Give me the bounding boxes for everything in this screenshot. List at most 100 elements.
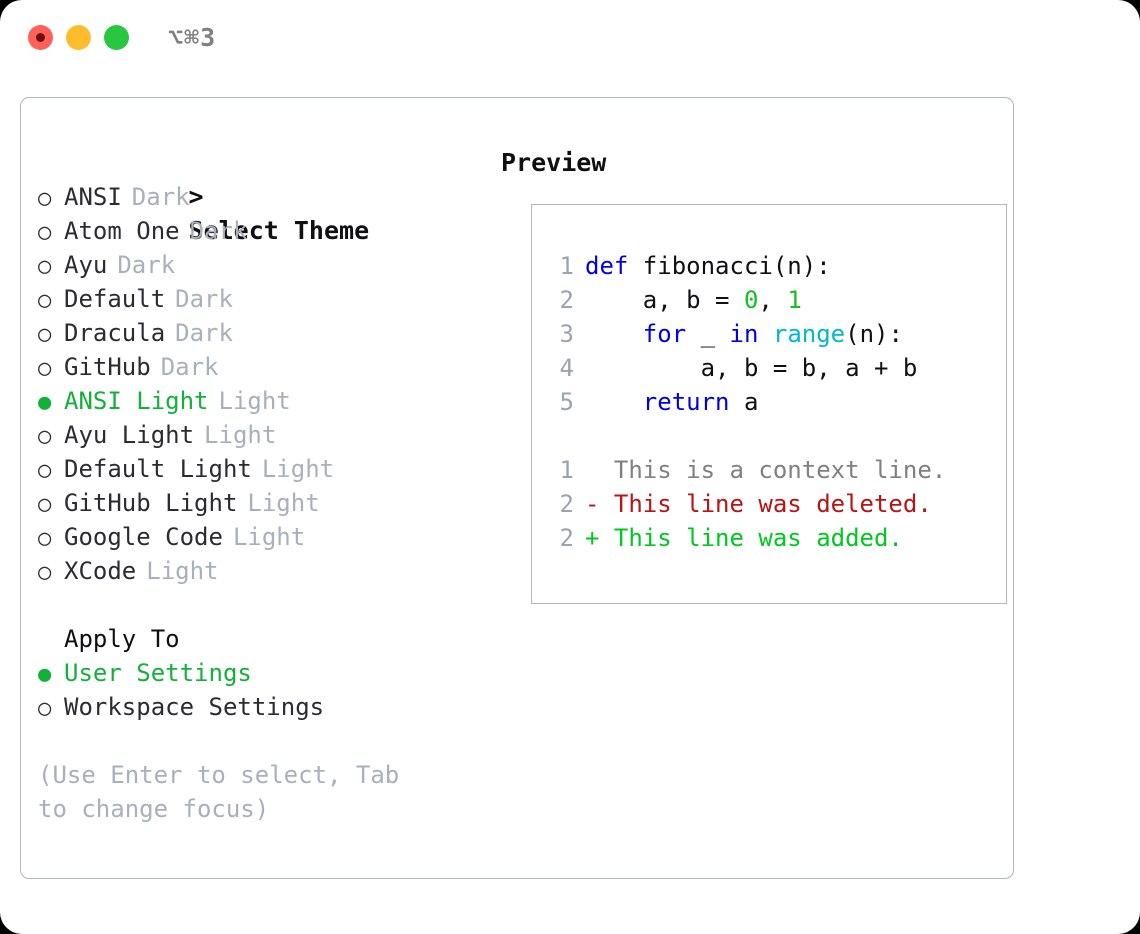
theme-item-category: Dark	[175, 319, 233, 347]
code-token-plain	[585, 388, 643, 416]
code-line-number: 3	[559, 320, 574, 348]
code-line: 2 a, b = 0, 1	[546, 283, 1000, 317]
theme-item-category: Dark	[117, 251, 176, 279]
code-line-text: a, b = 0, 1	[585, 283, 802, 317]
theme-item-10[interactable]: ○ Google Code Light	[38, 520, 488, 554]
theme-item-5[interactable]: ○ GitHub Dark	[38, 350, 488, 384]
diff-line-text: + This line was added.	[585, 524, 903, 552]
theme-item-category: Light	[204, 421, 277, 449]
code-token-plain: a, b =	[585, 286, 744, 314]
list-spacer	[38, 588, 488, 622]
code-line-text: a, b = b, a + b	[585, 351, 918, 385]
diff-sample: 1 This is a context line. 2 - This line wa…	[546, 453, 1000, 555]
theme-item-category: Light	[261, 455, 335, 483]
theme-item-label: GitHub	[64, 353, 151, 381]
code-line-text: for _ in range(n):	[585, 317, 903, 351]
code-token-kw: return	[642, 388, 730, 416]
theme-item-label: Google Code	[64, 523, 223, 551]
apply-to-list: ● User Settings ○Workspace Settings	[38, 656, 488, 724]
code-line-number: 1	[559, 252, 574, 280]
radio-unselected-icon: ○	[38, 492, 52, 517]
code-token-kw: def	[585, 252, 643, 280]
diff-line: 2 + This line was added.	[546, 521, 1000, 555]
code-token-plain: a, b = b, a + b	[585, 354, 918, 382]
window-controls	[28, 25, 129, 50]
code-line-text: def fibonacci(n):	[585, 249, 831, 283]
code-token-plain: fibonacci(n):	[642, 252, 831, 280]
code-token-plain	[758, 320, 772, 348]
code-line-text: return a	[585, 385, 759, 419]
theme-item-4[interactable]: ○ Dracula Dark	[38, 316, 488, 350]
theme-item-label: Default Light	[64, 455, 252, 483]
theme-item-1[interactable]: ○ Atom One Dark	[38, 214, 488, 248]
code-token-plain: (n):	[845, 320, 903, 348]
theme-item-category: Light	[232, 523, 306, 551]
code-line-number: 5	[559, 388, 574, 416]
theme-item-label: Default	[64, 285, 166, 313]
code-line: 5 return a	[546, 385, 1000, 419]
close-button[interactable]	[28, 25, 53, 50]
radio-selected-icon: ●	[38, 390, 52, 415]
diff-line: 2 - This line was deleted.	[546, 487, 1000, 521]
radio-unselected-icon: ○	[38, 526, 52, 551]
radio-unselected-icon: ○	[38, 356, 52, 381]
theme-item-label: XCode	[64, 557, 137, 585]
radio-unselected-icon: ○	[38, 424, 52, 449]
theme-item-label: Atom One	[64, 217, 180, 245]
diff-line-number: 2	[559, 490, 574, 518]
code-line: 3 for _ in range(n):	[546, 317, 1000, 351]
code-token-plain: ,	[758, 286, 788, 314]
apply-to-item-label: Workspace Settings	[64, 693, 325, 721]
keyboard-hint: (Use Enter to select, Tab to change focu…	[38, 761, 414, 823]
code-line: 1 def fibonacci(n):	[546, 249, 1000, 283]
diff-line-text: - This line was deleted.	[585, 490, 932, 518]
minimize-button[interactable]	[66, 25, 91, 50]
theme-item-label: Ayu	[64, 251, 108, 279]
code-token-kw: for	[642, 320, 687, 348]
theme-item-category: Dark	[160, 353, 219, 381]
theme-item-category: Dark	[131, 183, 190, 211]
apply-to-item-label: User Settings	[64, 659, 252, 687]
code-token-kw: in	[729, 320, 759, 348]
theme-item-2[interactable]: ○ Ayu Dark	[38, 248, 488, 282]
apply-to-header: Apply To	[64, 625, 180, 653]
radio-unselected-icon: ○	[38, 254, 52, 279]
theme-item-category: Dark	[175, 285, 233, 313]
diff-line: 1 This is a context line.	[546, 453, 1000, 487]
diff-line-number: 2	[559, 524, 574, 552]
radio-unselected-icon: ○	[38, 322, 52, 347]
theme-item-category: Light	[247, 489, 320, 517]
theme-item-label: ANSI	[64, 183, 122, 211]
code-token-plain: a	[729, 388, 759, 416]
apply-to-item-1[interactable]: ○Workspace Settings	[38, 690, 488, 724]
theme-picker-title: Select Theme	[188, 216, 370, 245]
apply-to-item-0[interactable]: ● User Settings	[38, 656, 488, 690]
diff-line-number: 1	[559, 456, 574, 484]
window-title: ⌥⌘3	[168, 23, 217, 52]
radio-selected-icon: ●	[38, 662, 52, 687]
radio-unselected-icon: ○	[38, 220, 52, 245]
code-token-num: 1	[787, 286, 802, 314]
theme-item-category: Dark	[189, 217, 248, 245]
maximize-button[interactable]	[104, 25, 129, 50]
theme-item-category: Light	[146, 557, 219, 585]
theme-item-label: Dracula	[64, 319, 166, 347]
preview-title: Preview	[501, 148, 607, 177]
title-bar: ⌥⌘3	[0, 0, 1140, 78]
prompt-caret-icon: >	[188, 182, 204, 211]
theme-item-label: ANSI Light	[64, 387, 209, 415]
code-token-plain	[585, 320, 643, 348]
code-line-number: 4	[559, 354, 574, 382]
